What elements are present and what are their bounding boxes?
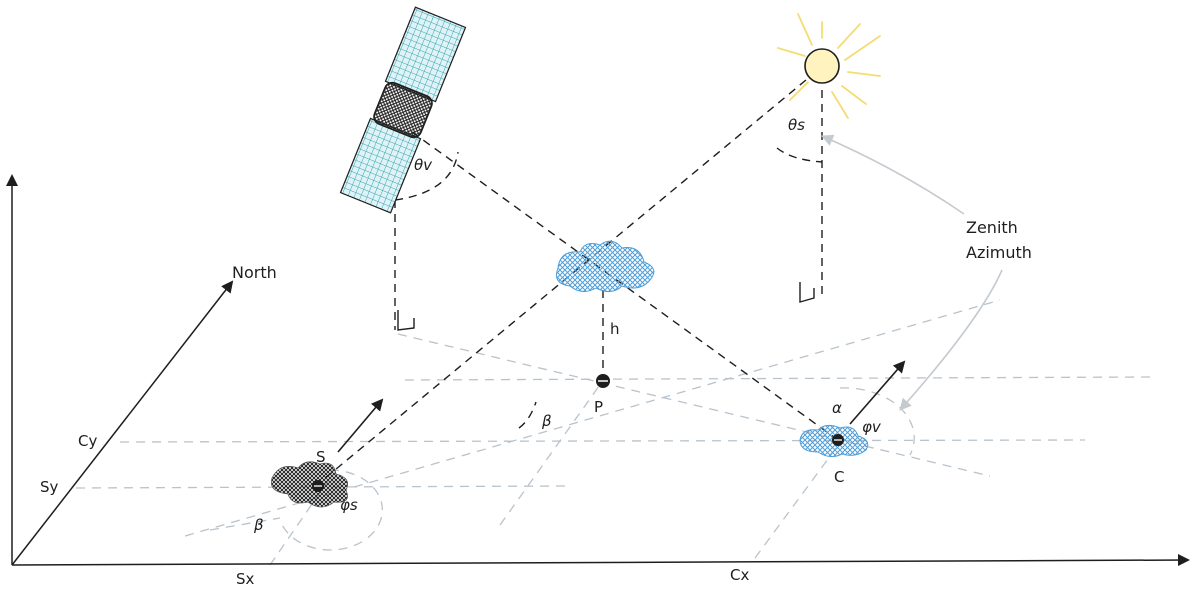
right-angle-satellite <box>397 310 415 331</box>
zenith-pointer-arrow <box>821 134 965 215</box>
beta-low-label: β <box>253 516 264 534</box>
satellite-body <box>373 81 433 139</box>
phi-s-label: φs <box>340 496 358 514</box>
point-c-marker <box>832 434 844 446</box>
right-angle-sun <box>799 282 815 303</box>
cx-projection-line <box>754 439 843 559</box>
cloud-s-icon <box>270 461 349 508</box>
alpha-label: α <box>832 399 842 417</box>
theta-s-label: θs <box>788 116 805 134</box>
azimuth-label: Azimuth <box>966 243 1032 262</box>
sun-ray <box>317 79 807 485</box>
point-s-marker <box>312 480 324 492</box>
satellite-icon <box>339 6 467 214</box>
sx-label: Sx <box>236 570 255 588</box>
north-arrow-c <box>849 360 906 425</box>
sy-label: Sy <box>40 478 59 496</box>
phi-v-label: φv <box>862 418 882 436</box>
ground-line-p-horizontal <box>404 376 1151 381</box>
point-c-label: C <box>834 468 844 486</box>
north-label: North <box>232 263 277 282</box>
ground-guides <box>75 299 1151 566</box>
satellite-view-ray <box>411 131 839 441</box>
ground-point-icon <box>596 374 610 388</box>
cy-label: Cy <box>78 432 97 450</box>
phi-s-arc <box>279 469 383 551</box>
beta-low-ref-line <box>209 517 281 531</box>
theta-v-arc <box>394 151 459 201</box>
ground-line-sat-foot <box>397 333 991 477</box>
north-axis <box>11 280 234 566</box>
theta-s-arc <box>776 147 823 163</box>
sun-disc <box>804 48 840 84</box>
height-label: h <box>610 320 620 338</box>
theta-v-label: θv <box>414 156 433 174</box>
cy-guide-line <box>119 439 1086 443</box>
azimuth-baseline-upper <box>184 299 1001 537</box>
north-arrow-s <box>337 398 384 453</box>
zenith-label: Zenith <box>966 218 1018 237</box>
beta-mid-label: β <box>541 412 552 430</box>
sun-icon <box>777 13 881 119</box>
point-p-label: P <box>594 398 603 416</box>
azimuth-pointer-arrow <box>899 269 1003 411</box>
point-s-label: S <box>316 448 326 466</box>
cx-label: Cx <box>730 566 749 584</box>
x-axis <box>11 554 1190 567</box>
beta-mid-arc <box>518 401 537 429</box>
p-projection-line <box>499 381 603 526</box>
cloud-icon <box>556 240 655 292</box>
